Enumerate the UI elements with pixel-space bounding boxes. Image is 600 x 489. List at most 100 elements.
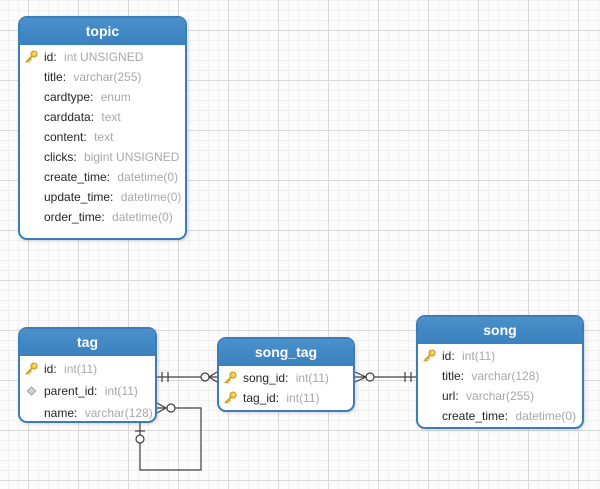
table-tag[interactable]: tag id: int(11) parent_id: int(11) name:… (18, 327, 157, 423)
field-name: carddata (44, 110, 91, 124)
field-type: int(11) (462, 349, 496, 363)
field-name: content (44, 130, 84, 144)
field-type: varchar(255) (466, 389, 535, 403)
primary-key-icon (223, 391, 238, 406)
cardinality-one-bars (404, 372, 412, 382)
table-song_tag[interactable]: song_tag song_id: int(11) tag_id: int(11… (217, 337, 355, 412)
table-row[interactable]: id: int(11) (418, 346, 582, 366)
table-row[interactable]: create_time: datetime(0) (418, 406, 582, 426)
table-header[interactable]: song (418, 317, 582, 344)
field-type: datetime(0) (117, 170, 179, 184)
field-type: int(11) (286, 391, 320, 405)
table-row[interactable]: title: varchar(255) (20, 67, 185, 87)
field-type: datetime(0) (515, 409, 577, 423)
table-row[interactable]: id: int UNSIGNED (20, 47, 185, 67)
crow-foot (156, 402, 167, 414)
connector-line[interactable] (139, 407, 202, 471)
field-type: datetime(0) (120, 190, 182, 204)
primary-key-icon (24, 50, 39, 65)
table-header[interactable]: tag (20, 329, 155, 356)
table-row[interactable]: url: varchar(255) (418, 386, 582, 406)
cardinality-zero-ring (200, 372, 210, 382)
field-type: text (94, 130, 114, 144)
table-header[interactable]: topic (20, 18, 185, 45)
table-row[interactable]: create_time: datetime(0) (20, 167, 185, 187)
cardinality-one-bars (161, 372, 169, 382)
field-name: parent_id (44, 384, 95, 398)
table-header[interactable]: song_tag (219, 339, 353, 366)
field-separator: : (455, 389, 459, 403)
table-row[interactable]: cardtype: enum (20, 87, 185, 107)
table-topic[interactable]: topic id: int UNSIGNED title: varchar(25… (18, 16, 187, 240)
field-type: varchar(128) (471, 369, 540, 383)
relationship-song_tag-song[interactable] (354, 371, 416, 383)
table-song[interactable]: song id: int(11) title: varchar(128) url… (416, 315, 584, 429)
field-separator: : (74, 406, 78, 420)
field-separator: : (53, 50, 57, 64)
field-name: name (44, 406, 75, 420)
table-row[interactable]: name: varchar(128) (20, 402, 155, 421)
table-row[interactable]: tag_id: int(11) (219, 388, 353, 408)
field-type: enum (100, 90, 131, 104)
field-name: create_time (442, 409, 505, 423)
field-name: title (442, 369, 461, 383)
table-row[interactable]: parent_id: int(11) (20, 380, 155, 402)
relationship-tag-self[interactable] (135, 402, 202, 471)
field-name: clicks (44, 150, 74, 164)
table-row[interactable]: carddata: text (20, 107, 185, 127)
table-row[interactable]: content: text (20, 127, 185, 147)
relationship-tag-song_tag[interactable] (157, 371, 218, 383)
primary-key-icon (422, 349, 437, 364)
table-fields: id: int(11) parent_id: int(11) name: var… (20, 356, 155, 421)
field-type: datetime(0) (112, 210, 173, 224)
crow-foot (354, 371, 367, 383)
field-type: varchar(128) (84, 406, 153, 420)
field-separator: : (62, 70, 67, 84)
field-name: cardtype (44, 90, 91, 104)
table-row[interactable]: clicks: bigint UNSIGNED (20, 147, 185, 167)
field-name: create_time (44, 170, 107, 184)
field-type: int(11) (64, 362, 98, 376)
field-separator: : (110, 190, 114, 204)
field-separator: : (101, 210, 105, 224)
primary-key-icon (223, 371, 238, 386)
field-name: update_time (44, 190, 111, 204)
field-name: tag_id (243, 391, 276, 405)
field-separator: : (106, 170, 111, 184)
field-type: varchar(255) (73, 70, 142, 84)
crow-foot (208, 371, 218, 383)
primary-key-icon (24, 362, 39, 377)
table-row[interactable]: title: varchar(128) (418, 366, 582, 386)
field-separator: : (275, 391, 280, 405)
table-fields: song_id: int(11) tag_id: int(11) (219, 366, 353, 408)
cardinality-zero-ring (135, 434, 145, 444)
field-name: song_id (243, 371, 286, 385)
table-row[interactable]: song_id: int(11) (219, 368, 353, 388)
field-name: id (44, 50, 54, 64)
table-fields: id: int UNSIGNED title: varchar(255) car… (20, 45, 185, 227)
cardinality-zero-ring (166, 403, 176, 413)
field-name: id (442, 349, 452, 363)
field-separator: : (83, 130, 87, 144)
table-row[interactable]: id: int(11) (20, 358, 155, 380)
field-type: text (101, 110, 121, 124)
field-type: bigint UNSIGNED (84, 150, 180, 164)
field-separator: : (285, 371, 289, 385)
table-row[interactable]: update_time: datetime(0) (20, 187, 185, 207)
field-type: int UNSIGNED (64, 50, 144, 64)
field-separator: : (460, 369, 465, 383)
field-separator: : (94, 384, 98, 398)
field-name: order_time (44, 210, 102, 224)
cardinality-zero-ring (365, 372, 375, 382)
field-separator: : (90, 110, 95, 124)
table-fields: id: int(11) title: varchar(128) url: var… (418, 344, 582, 426)
field-name: id (44, 362, 54, 376)
foreign-key-diamond-icon (24, 384, 39, 399)
field-name: title (44, 70, 63, 84)
table-row[interactable]: order_time: datetime(0) (20, 207, 185, 227)
field-separator: : (504, 409, 509, 423)
field-name: url (442, 389, 456, 403)
field-separator: : (73, 150, 77, 164)
